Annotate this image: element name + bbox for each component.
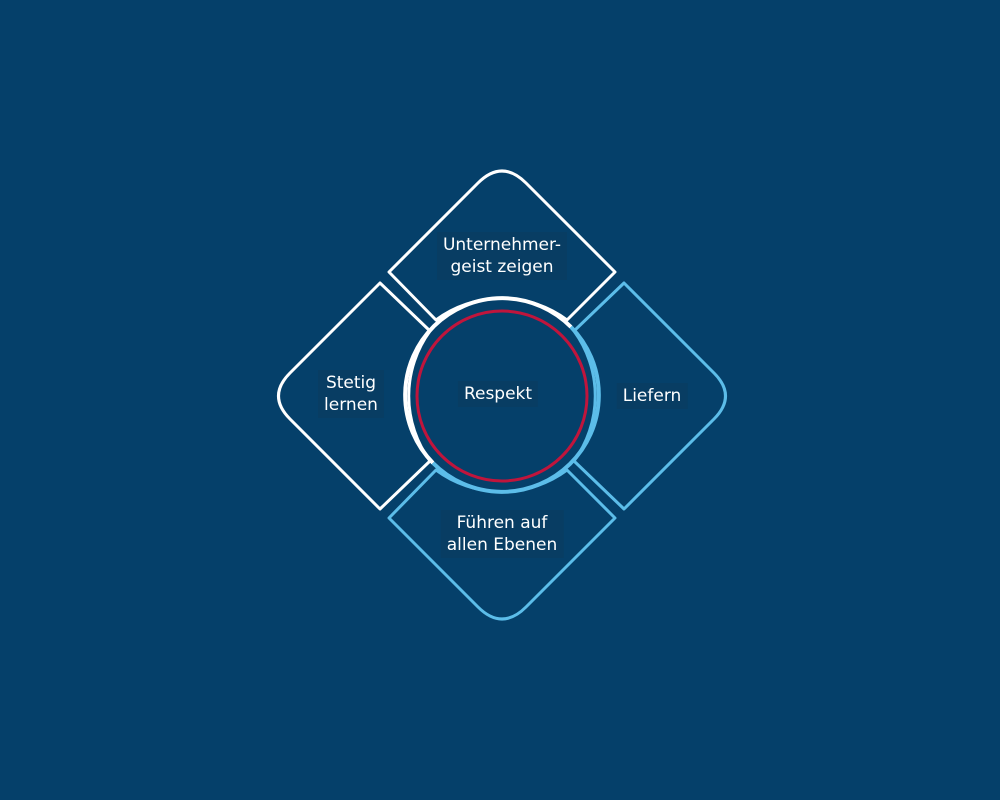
segment-right-label: Liefern [616, 383, 688, 409]
segment-bottom-label: Führen auf allen Ebenen [440, 510, 564, 558]
segment-left-label: Stetig lernen [318, 370, 384, 418]
center-red-ring [415, 309, 589, 483]
center-label: Respekt [457, 381, 539, 407]
outer-ring-blue-arc [431, 325, 601, 494]
segment-top-label: Unternehmer- geist zeigen [436, 232, 568, 280]
outer-ring-white-arc [403, 296, 573, 465]
